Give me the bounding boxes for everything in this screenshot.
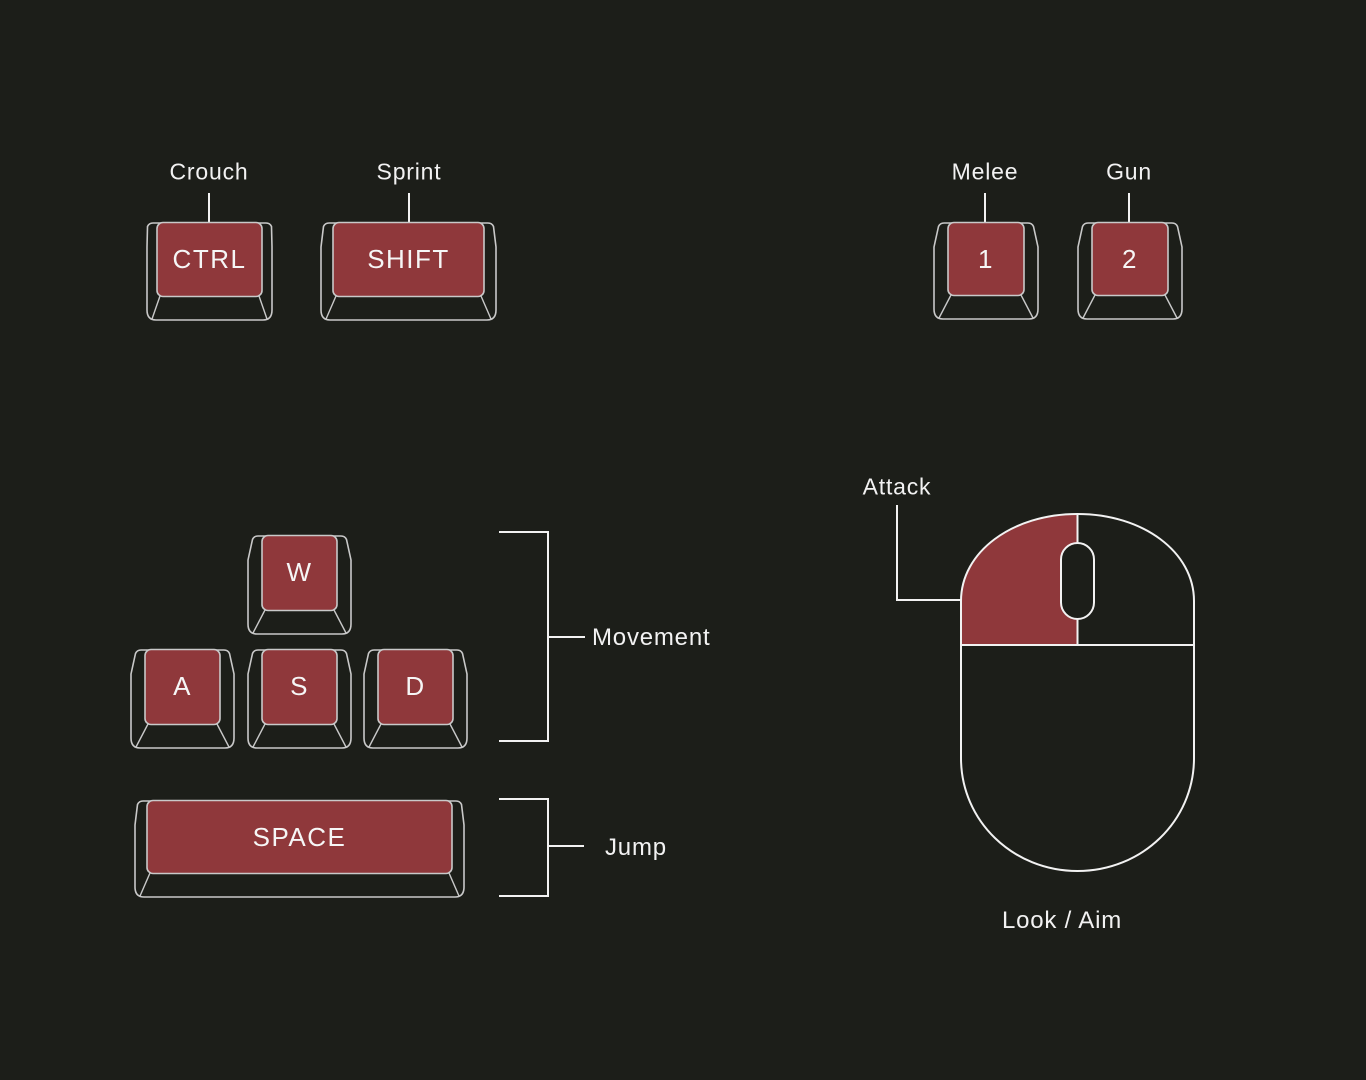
- keycap-art: [134, 799, 465, 898]
- key-s-label: S: [290, 671, 309, 701]
- keycap-art: [247, 534, 352, 635]
- connector-melee: [984, 193, 986, 223]
- mouse: [960, 512, 1195, 877]
- key-d: D: [362, 648, 469, 750]
- key-ctrl: CTRL: [145, 221, 274, 322]
- label-attack: Attack: [862, 473, 932, 500]
- key-w-label: W: [286, 557, 313, 587]
- label-movement: Movement: [592, 624, 711, 651]
- connector-crouch: [208, 193, 210, 223]
- key-2-label: 2: [1122, 244, 1138, 274]
- mouse-illustration: [960, 512, 1195, 873]
- connector-sprint: [408, 193, 410, 223]
- key-ctrl-label: CTRL: [172, 244, 247, 274]
- key-2: 2: [1076, 221, 1184, 321]
- attack-connector: [896, 505, 962, 601]
- keycap-art: [1077, 221, 1183, 320]
- label-crouch: Crouch: [169, 158, 249, 185]
- keycap-art: [146, 221, 273, 321]
- label-sprint: Sprint: [376, 158, 442, 185]
- label-melee: Melee: [951, 158, 1019, 185]
- connector-gun: [1128, 193, 1130, 223]
- key-1: 1: [932, 221, 1040, 321]
- key-space-label: SPACE: [252, 822, 347, 852]
- key-shift-label: SHIFT: [367, 244, 450, 274]
- key-d-label: D: [405, 671, 426, 701]
- movement-bracket: [499, 531, 549, 742]
- keycap-art: [130, 648, 235, 749]
- keycap-art: [320, 221, 497, 321]
- mouse-left-button: [961, 514, 1078, 645]
- scroll-wheel-icon: [1060, 542, 1095, 620]
- jump-bracket: [499, 798, 549, 897]
- keycap-art: [933, 221, 1039, 320]
- movement-bracket-tick: [549, 636, 585, 638]
- key-a-label: A: [173, 671, 192, 701]
- jump-bracket-tick: [549, 845, 584, 847]
- key-w: W: [246, 534, 353, 636]
- label-look-aim: Look / Aim: [1001, 907, 1123, 934]
- key-a: A: [129, 648, 236, 750]
- keycap-art: [363, 648, 468, 749]
- mouse-body-outline: [960, 512, 1195, 873]
- key-shift: SHIFT: [319, 221, 498, 322]
- label-gun: Gun: [1106, 158, 1152, 185]
- keycap-art: [247, 648, 352, 749]
- key-1-label: 1: [978, 244, 994, 274]
- key-s: S: [246, 648, 353, 750]
- label-jump: Jump: [605, 834, 667, 861]
- key-space: SPACE: [133, 799, 466, 899]
